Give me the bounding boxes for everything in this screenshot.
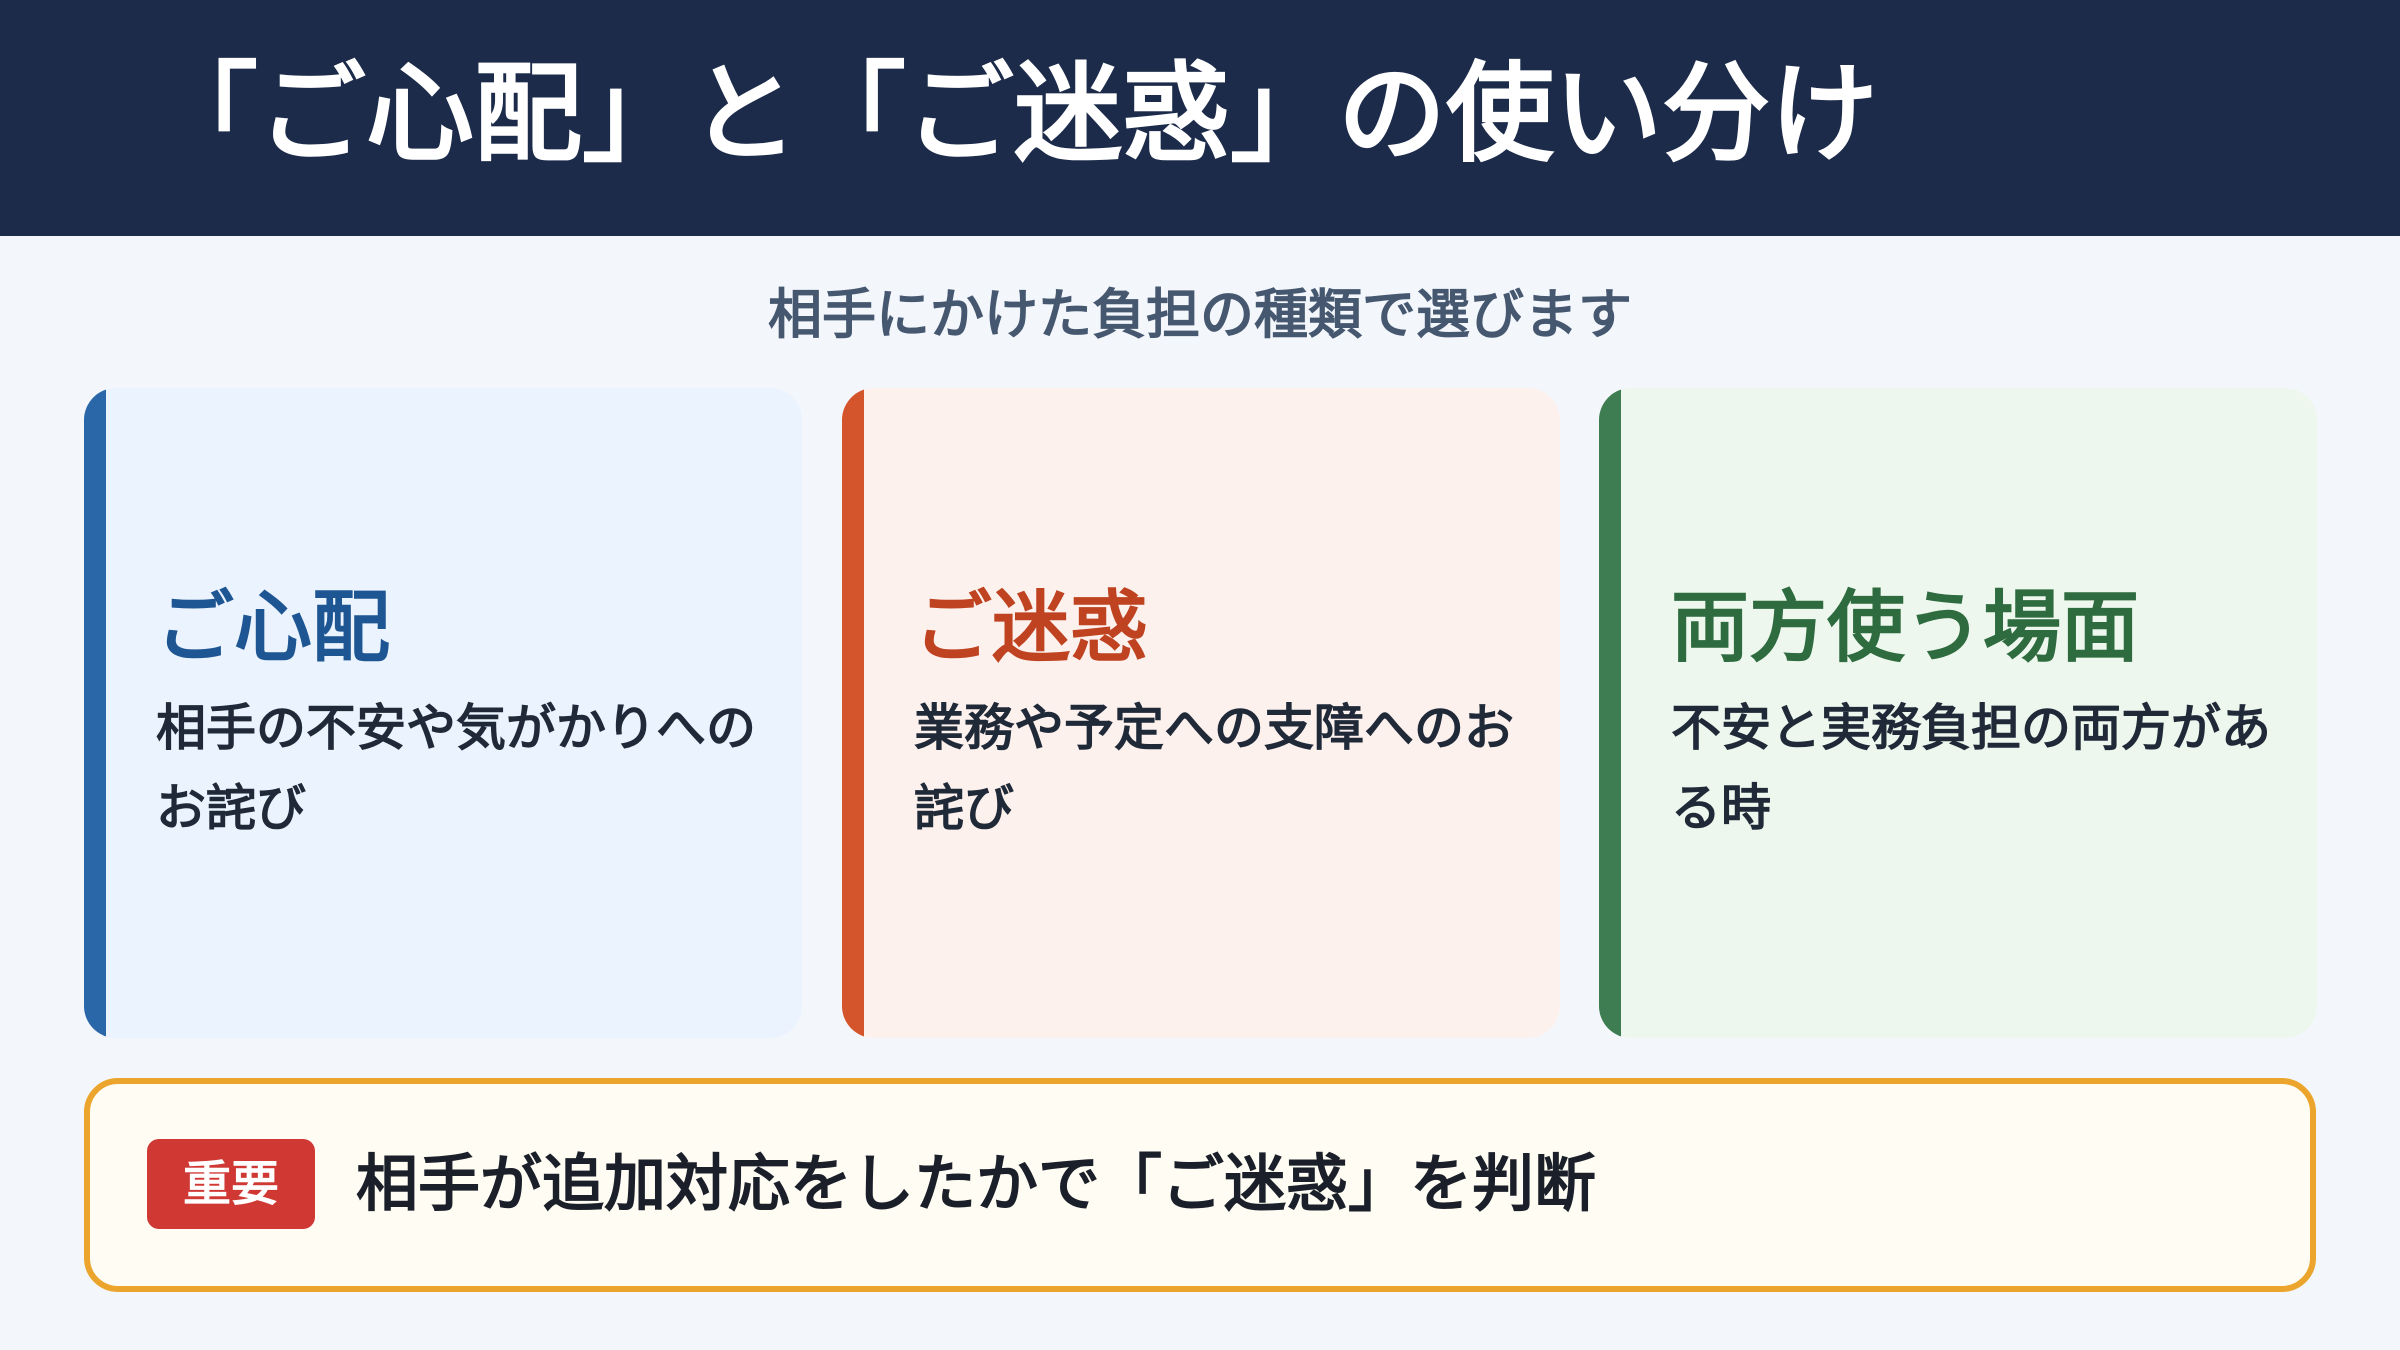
card-title: ご迷惑 bbox=[914, 583, 1149, 673]
card-both: 両方使う場面 不安と実務負担の両方がある時 bbox=[1599, 388, 2317, 1038]
important-callout: 重要 相手が追加対応をしたかで「ご迷惑」を判断 bbox=[84, 1078, 2316, 1292]
card-description: 業務や予定への支障へのお詫び bbox=[914, 699, 1514, 837]
card-gomeiwaku: ご迷惑 業務や予定への支障へのお詫び bbox=[842, 388, 1560, 1038]
callout-text: 相手が追加対応をしたかで「ご迷惑」を判断 bbox=[356, 1147, 1597, 1220]
card-description: 相手の不安や気がかりへのお詫び bbox=[156, 699, 756, 837]
card-accent-bar bbox=[842, 388, 864, 1038]
page-subtitle: 相手にかけた負担の種類で選びます bbox=[768, 283, 1632, 346]
card-title: ご心配 bbox=[156, 583, 391, 673]
card-title: 両方使う場面 bbox=[1671, 583, 2140, 673]
card-accent-bar bbox=[1599, 388, 1621, 1038]
card-accent-bar bbox=[84, 388, 106, 1038]
header-bar: 「ご心配」と「ご迷惑」の使い分け bbox=[0, 0, 2400, 236]
important-badge: 重要 bbox=[147, 1139, 315, 1229]
card-description: 不安と実務負担の両方がある時 bbox=[1671, 699, 2271, 837]
card-goshinpai: ご心配 相手の不安や気がかりへのお詫び bbox=[84, 388, 802, 1038]
page-title: 「ご心配」と「ご迷惑」の使い分け bbox=[150, 52, 1879, 177]
